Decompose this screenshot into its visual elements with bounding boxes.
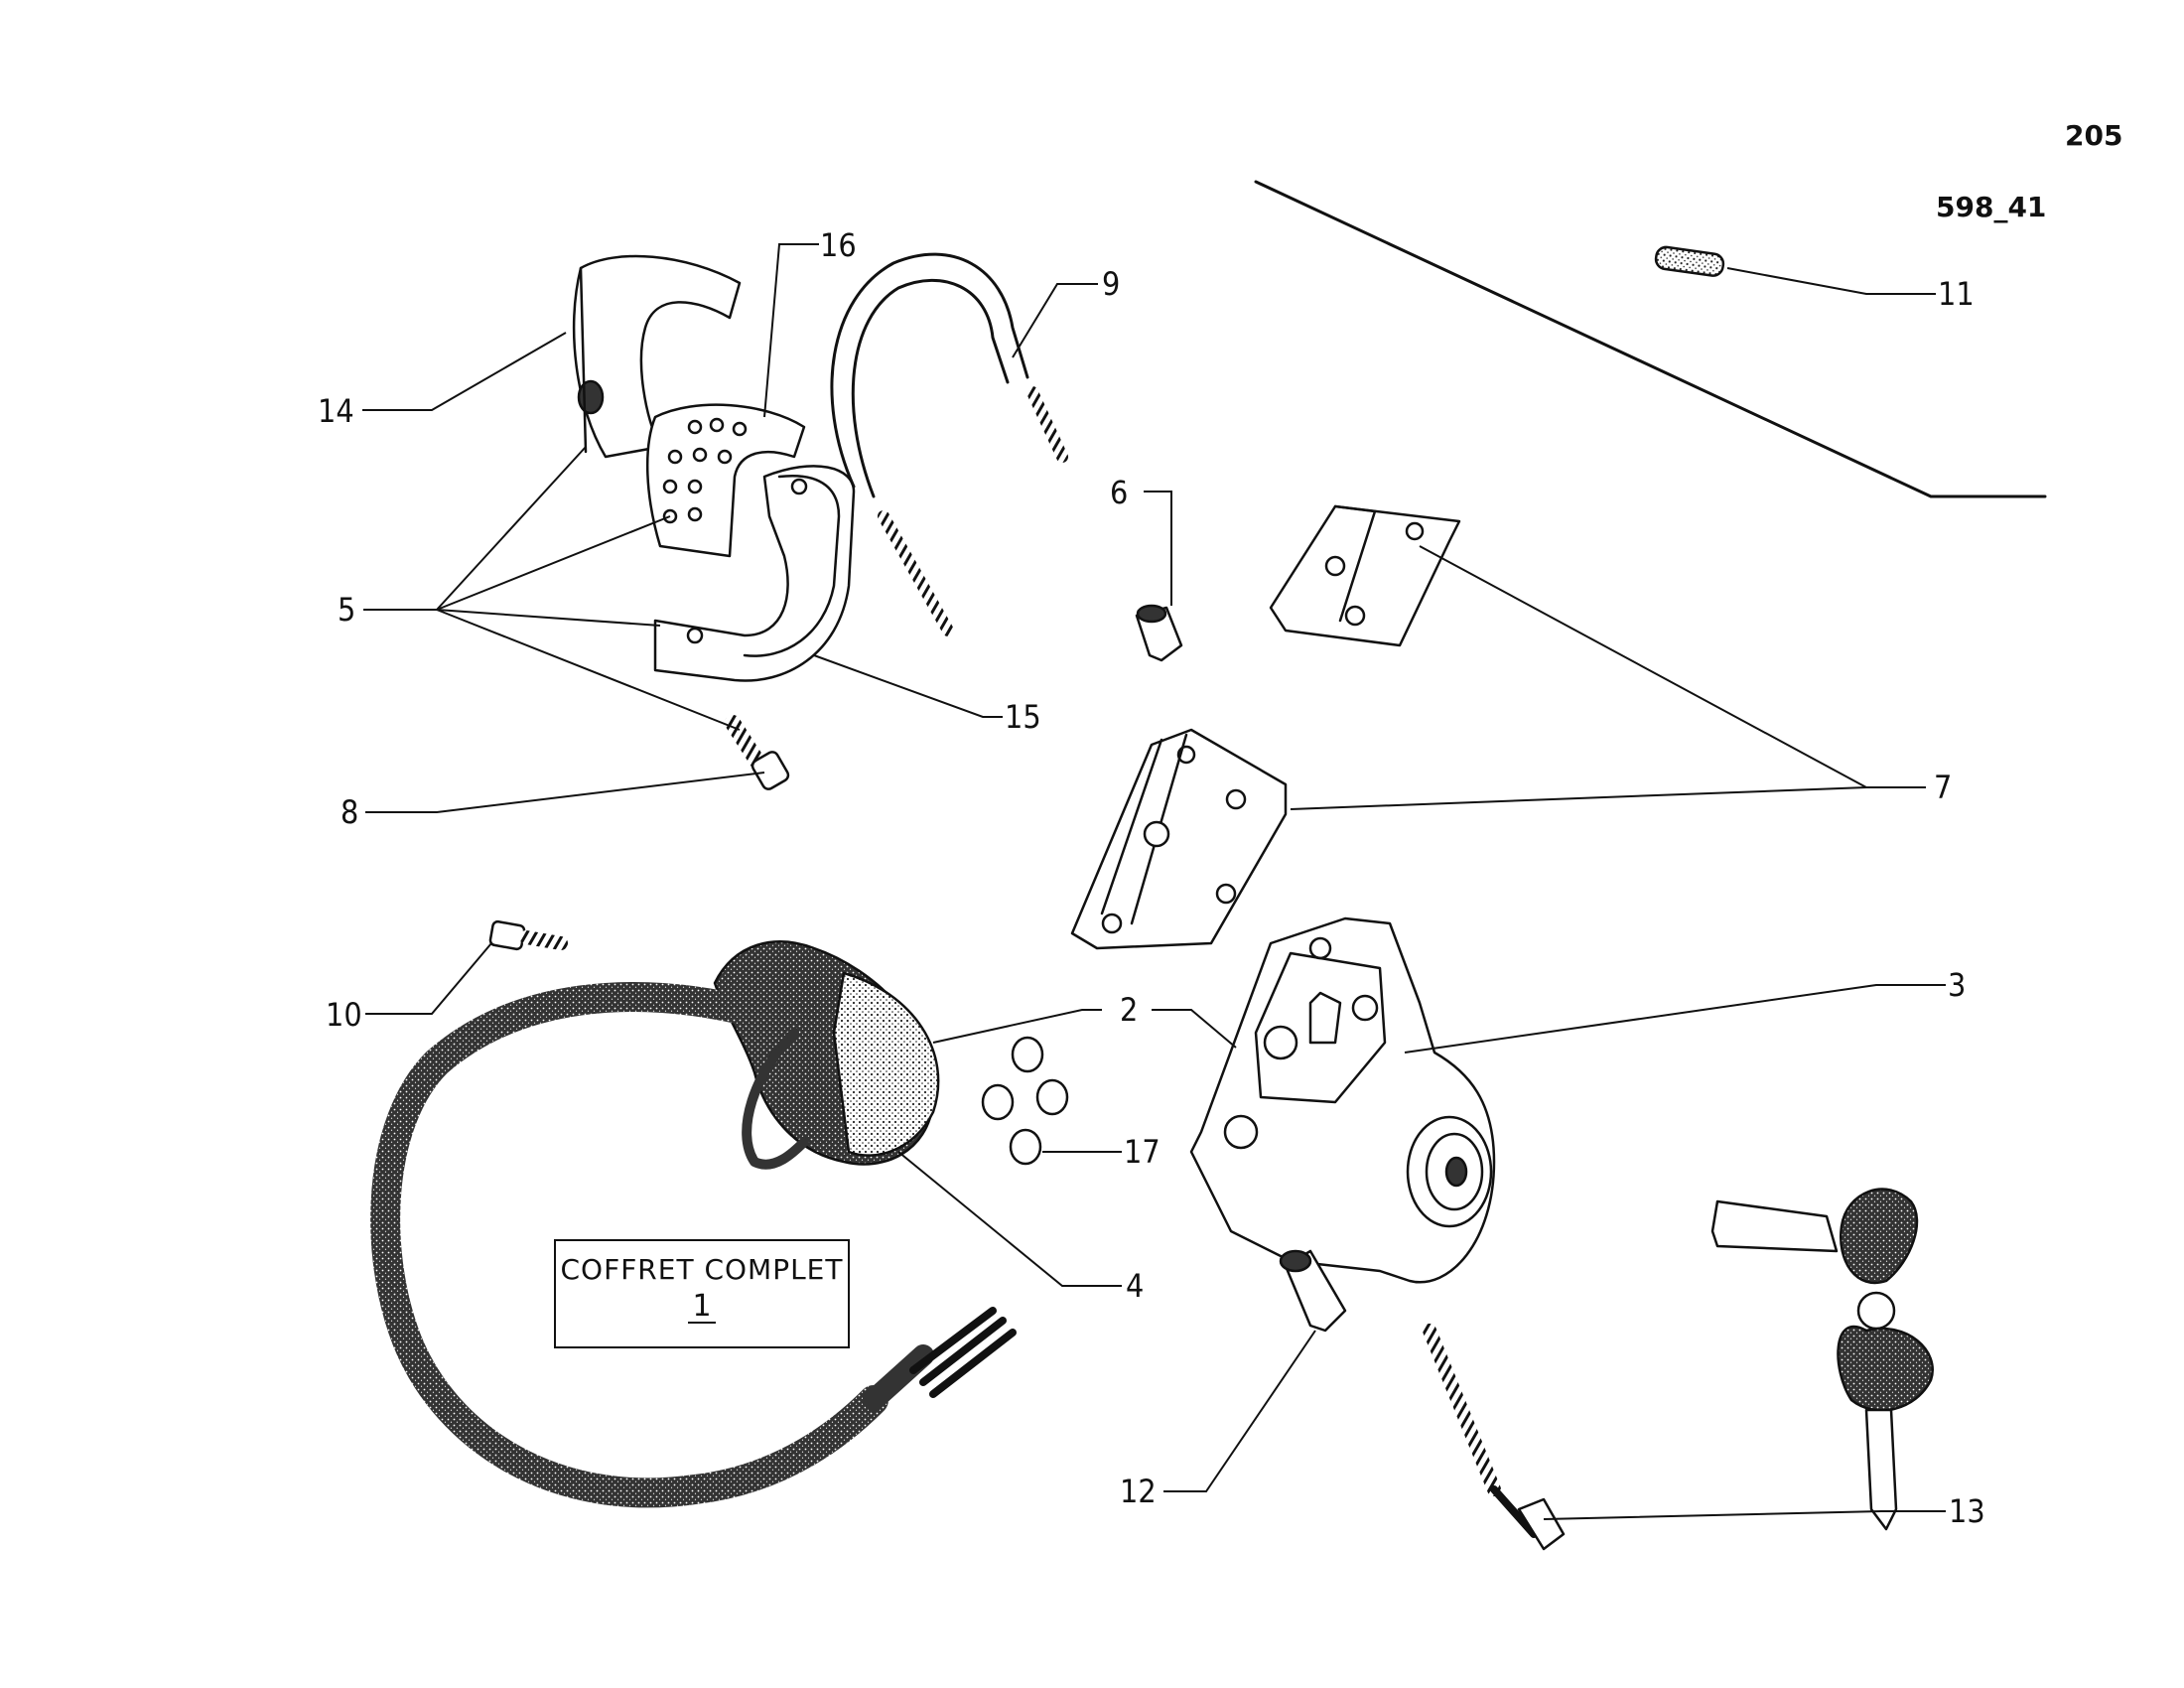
complete-kit-box: COFFRET COMPLET 1	[554, 1239, 850, 1348]
callout-3: 3	[1948, 966, 1967, 1004]
callout-13: 13	[1949, 1492, 1985, 1530]
lock-housing-part-3	[1189, 916, 1496, 1284]
ignition-switch-part-4	[713, 940, 940, 1170]
complete-kit-title: COFFRET COMPLET	[560, 1253, 844, 1286]
callout-11: 11	[1938, 275, 1975, 313]
pin-part-11	[1654, 245, 1725, 277]
discs-part-17	[981, 1036, 1069, 1166]
keys	[1710, 1188, 1934, 1531]
bracket-plate-lower-part-7	[1070, 728, 1288, 950]
figure-code: 598_41	[1936, 191, 2047, 223]
callout-16: 16	[820, 226, 857, 264]
cap-screw-part-8	[725, 715, 790, 790]
callout-12: 12	[1120, 1473, 1157, 1510]
callout-9: 9	[1102, 265, 1121, 303]
clamp-half-lower-part-15	[653, 465, 856, 682]
callout-7: 7	[1934, 769, 1953, 806]
wiring-harness	[370, 982, 1017, 1508]
callout-17: 17	[1124, 1133, 1160, 1171]
callout-14: 14	[318, 392, 354, 430]
perforated-shell-part-16	[645, 403, 806, 558]
page-number: 205	[2065, 119, 2123, 152]
sleeve-nut-part-6	[1135, 604, 1183, 662]
grommet-part-12	[1279, 1249, 1347, 1333]
callout-15: 15	[1005, 698, 1041, 736]
callout-5: 5	[338, 591, 356, 629]
callout-8: 8	[341, 793, 359, 831]
screw-part-10	[488, 919, 568, 951]
bracket-plate-upper-part-7	[1269, 504, 1461, 647]
steering-column-line	[1254, 180, 2047, 498]
callout-6: 6	[1110, 474, 1129, 511]
callout-10: 10	[326, 996, 362, 1034]
clamp-half-upper-part-14	[572, 254, 742, 459]
callout-4: 4	[1126, 1267, 1145, 1305]
u-bolt-part-9	[830, 252, 1068, 636]
long-bolt-part-13	[1423, 1324, 1566, 1551]
callout-2: 2	[1120, 991, 1139, 1029]
complete-kit-number: 1	[688, 1292, 716, 1324]
